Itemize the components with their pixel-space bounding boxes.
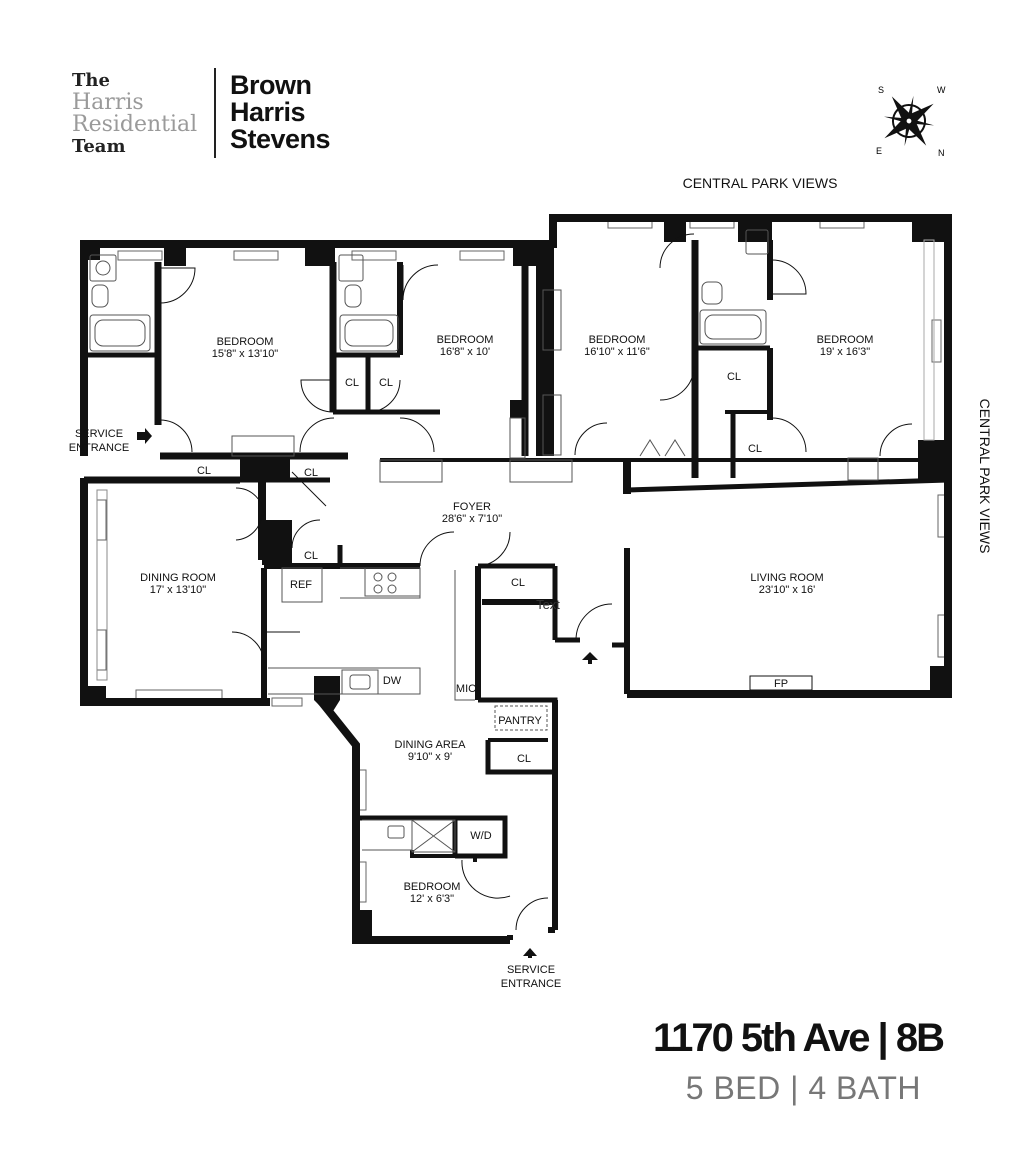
company-logo-line: Stevens (230, 124, 331, 154)
listing-summary: 5 BED | 4 BATH (685, 1070, 921, 1106)
fireplace-label: FP (774, 678, 788, 690)
room-name: BEDROOM (404, 881, 461, 893)
arrow-up-icon (523, 948, 537, 958)
team-logo-line: Residential (72, 112, 198, 137)
closet-label: CL (748, 443, 762, 455)
sink-icon (338, 254, 364, 282)
ref-label: REF (290, 579, 312, 591)
entrance-arrows (137, 428, 598, 958)
toilet-icon (91, 284, 109, 308)
room-size: 12' x 6'3" (410, 893, 454, 905)
room-size: 23'10" x 16' (759, 584, 815, 596)
refrigerator-icon (281, 567, 323, 603)
room-name: BEDROOM (437, 334, 494, 346)
company-logo: Brown Harris Stevens (230, 70, 331, 154)
room-size: 9'10" x 9' (408, 751, 452, 763)
closet-label: CL (727, 371, 741, 383)
closet-label: CL (379, 377, 393, 389)
bathtub-icon (89, 314, 151, 352)
closet-label: CL (517, 753, 531, 765)
room-name: DINING AREA (395, 739, 467, 751)
radiator (847, 457, 879, 481)
sink-icon (89, 254, 117, 282)
compass-label: E (876, 146, 882, 156)
room-name: BEDROOM (217, 336, 274, 348)
compass-rose-icon: S W E N (876, 85, 946, 158)
bathtub-icon (699, 309, 767, 345)
closet-label: CL (304, 550, 318, 562)
pantry-label: PANTRY (498, 715, 542, 727)
doors (159, 233, 913, 931)
bathtub-icon (339, 314, 399, 352)
radiator (509, 459, 573, 483)
room-labels: CENTRAL PARK VIEWS CENTRAL PARK VIEWS BE… (69, 175, 993, 990)
sink-icon (745, 229, 769, 255)
room-size: 16'8" x 10' (440, 346, 490, 358)
closet-label: CL (197, 465, 211, 477)
view-label-top: CENTRAL PARK VIEWS (683, 175, 838, 191)
fixtures (89, 229, 935, 853)
closet-label: CL (511, 577, 525, 589)
room-size: 28'6" x 7'10" (442, 513, 502, 525)
radiator (379, 459, 443, 483)
sink-icon (341, 669, 379, 695)
company-logo-line: Brown (230, 70, 312, 100)
room-name: BEDROOM (589, 334, 646, 346)
room-name: FOYER (453, 501, 491, 513)
closet-label: CL (304, 467, 318, 479)
wd-label: W/D (470, 830, 491, 842)
listing-address: 1170 5th Ave | 8B (653, 1016, 945, 1060)
room-name: BEDROOM (817, 334, 874, 346)
service-entrance-label: SERVICE (75, 428, 123, 440)
room-name: LIVING ROOM (750, 572, 823, 584)
compass-label: N (938, 148, 945, 158)
radiator (231, 435, 295, 457)
room-size: 15'8" x 13'10" (212, 348, 279, 360)
view-label-right: CENTRAL PARK VIEWS (977, 399, 993, 554)
team-logo-line: The (72, 70, 110, 91)
room-size: 17' x 13'10" (150, 584, 207, 596)
arrow-up-icon (582, 652, 598, 664)
room-name: DINING ROOM (140, 572, 216, 584)
stove-icon (364, 567, 421, 597)
arrow-right-icon (137, 428, 152, 444)
mic-label: MIC (456, 683, 476, 695)
team-logo-line: Harris (72, 90, 144, 115)
company-logo-line: Harris (230, 97, 306, 127)
room-size: 19' x 16'3" (820, 346, 870, 358)
closet-label: CL (345, 377, 359, 389)
room-size: 16'10" x 11'6" (584, 346, 650, 358)
compass-label: S (878, 85, 884, 95)
compass-label: W (937, 85, 946, 95)
toilet-icon (701, 281, 723, 305)
team-logo-line: Team (72, 136, 126, 157)
service-entrance-label: ENTRANCE (501, 978, 562, 990)
logo-divider (214, 68, 216, 158)
dw-label: DW (383, 675, 402, 687)
service-entrance-label: ENTRANCE (69, 442, 130, 454)
text-artifact: Text (536, 597, 560, 612)
service-entrance-label: SERVICE (507, 964, 555, 976)
team-logo: The Harris Residential Team (72, 70, 197, 158)
toilet-icon (344, 284, 362, 308)
